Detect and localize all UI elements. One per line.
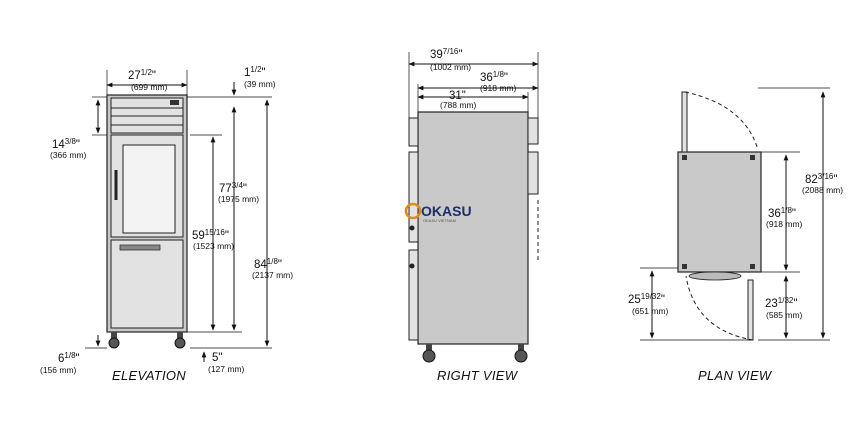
plan-overall-open-mm: (2088 mm) xyxy=(802,185,843,195)
elev-bottom-clearance-label: 61/8" xyxy=(58,351,80,365)
elev-caster-label: 5" xyxy=(212,352,223,364)
elev-upper-section-mm: (366 mm) xyxy=(50,150,87,160)
elev-cabinet-height-mm: (1975 mm) xyxy=(218,194,259,204)
plan-depth-mm: (918 mm) xyxy=(766,219,803,229)
plan-lower-swing-mm: (651 mm) xyxy=(632,306,669,316)
right-depth-handles-mm: (918 mm) xyxy=(480,83,517,93)
plan-upper-swing-mm: (585 mm) xyxy=(766,310,803,320)
right-view: 397/16" (1002 mm) 361/8" (918 mm) 31" (7… xyxy=(408,47,539,383)
plan-overall-open-label: 823/16" xyxy=(805,172,837,186)
watermark-sub: OKASU VIETNAM xyxy=(423,218,456,223)
elevation-cabinet xyxy=(106,94,188,349)
elev-overall-height-label: 841/8" xyxy=(254,257,282,271)
elevation-view: 271/2" (699 mm) 11/2" (39 mm) 143/8" (36… xyxy=(40,65,293,383)
right-view-title: RIGHT VIEW xyxy=(437,368,519,383)
elev-top-offset-mm: (39 mm) xyxy=(244,79,276,89)
right-cabinet-depth-mm: (788 mm) xyxy=(440,100,477,110)
watermark-brand: OKASU xyxy=(421,203,472,219)
elev-door-to-floor-mm: (1523 mm) xyxy=(193,241,234,251)
right-overall-depth-mm: (1002 mm) xyxy=(430,62,471,72)
elevation-title: ELEVATION xyxy=(112,368,186,383)
elev-caster-mm: (127 mm) xyxy=(208,364,245,374)
right-depth-handles-label: 361/8" xyxy=(480,70,508,84)
elev-upper-section-label: 143/8" xyxy=(52,137,80,151)
elev-width-mm: (699 mm) xyxy=(131,82,168,92)
elev-cabinet-height-label: 773/4" xyxy=(219,181,247,195)
elev-door-to-floor-label: 5915/16" xyxy=(192,228,229,242)
plan-view-title: PLAN VIEW xyxy=(698,368,773,383)
right-cabinet-depth-label: 31" xyxy=(449,90,466,102)
plan-lower-swing-label: 2519/32" xyxy=(628,292,665,306)
elev-bottom-clearance-mm: (156 mm) xyxy=(40,365,77,375)
right-overall-depth-label: 397/16" xyxy=(430,47,462,61)
plan-depth-label: 361/8" xyxy=(768,206,796,220)
elev-overall-height-mm: (2137 mm) xyxy=(252,270,293,280)
plan-view: 823/16" (2088 mm) 361/8" (918 mm) 2519/3… xyxy=(628,87,843,383)
elev-width-label: 271/2" xyxy=(128,68,156,82)
plan-cabinet xyxy=(677,91,762,341)
elev-top-offset-label: 11/2" xyxy=(244,65,266,79)
right-view-cabinet xyxy=(408,111,539,363)
plan-upper-swing-label: 231/32" xyxy=(765,296,797,310)
okasu-watermark: OKASU OKASU VIETNAM xyxy=(404,202,472,223)
